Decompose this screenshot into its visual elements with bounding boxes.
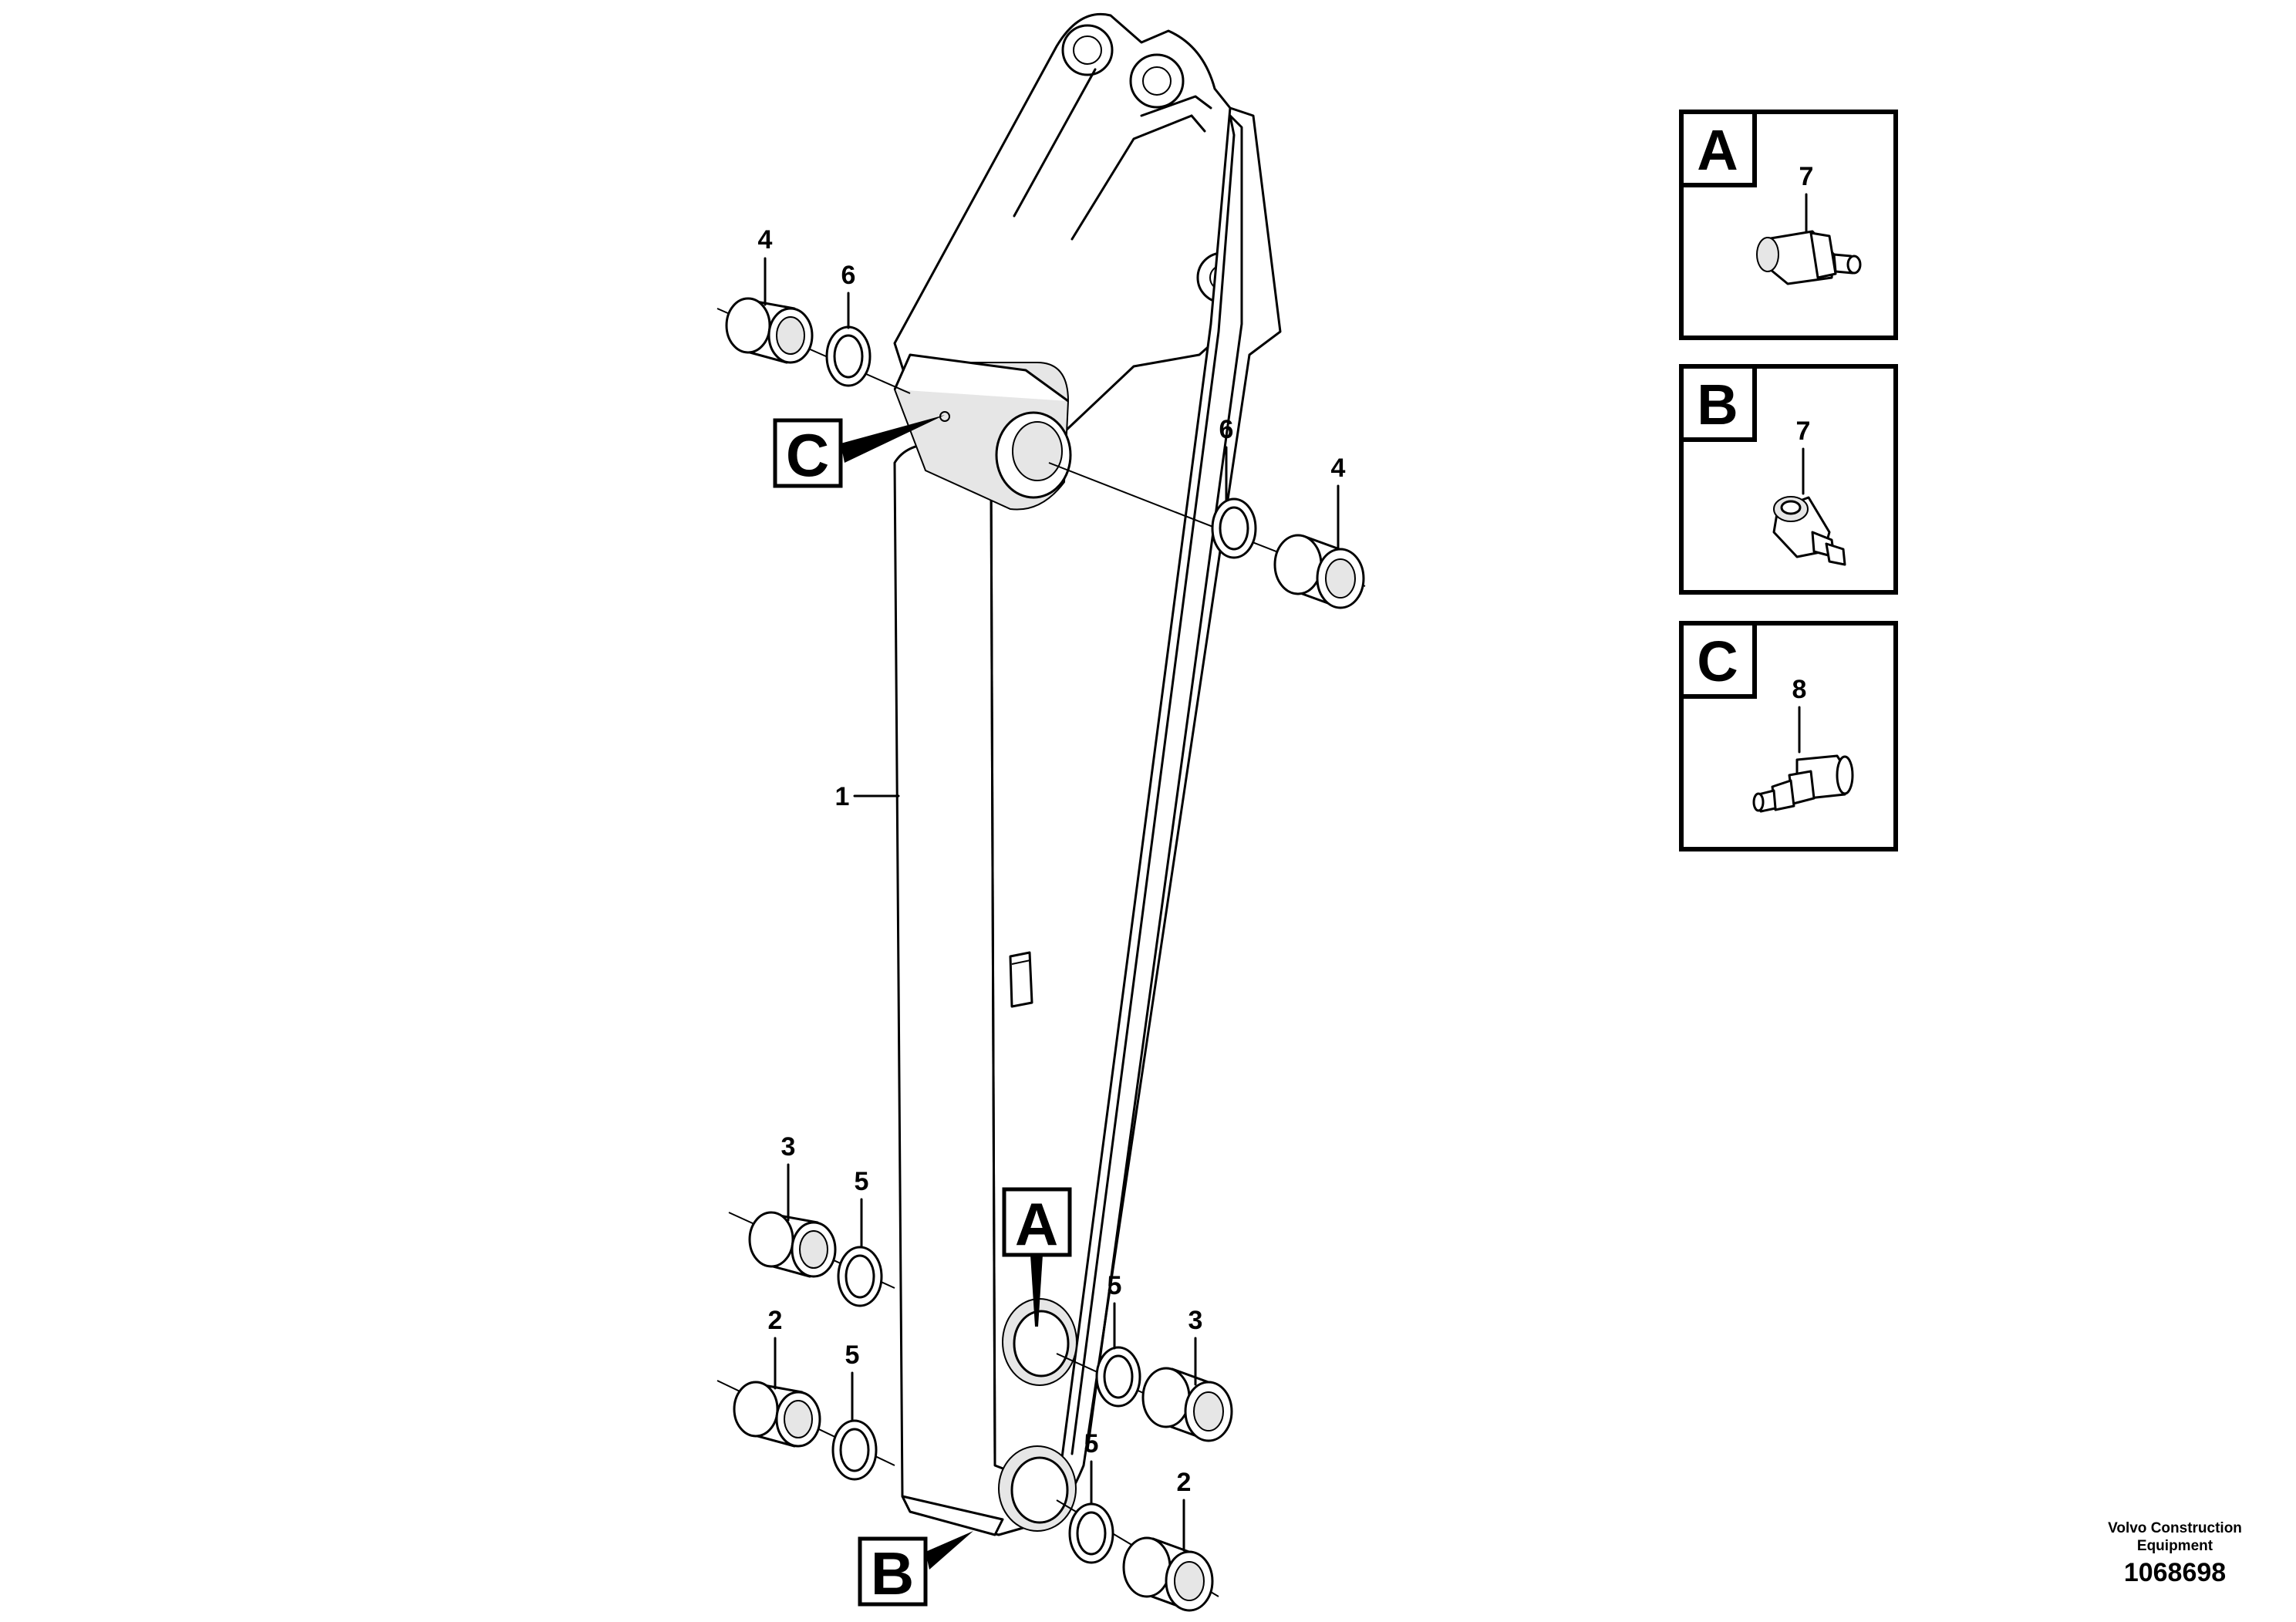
callout-letter-c: C: [786, 421, 829, 489]
detail-callouts: C A B: [773, 415, 1072, 1607]
seal-ring-5-right-upper: [1095, 1346, 1141, 1408]
callout-box-a: [1002, 1187, 1072, 1257]
arm-edge: [1070, 114, 1193, 241]
seal-ring-6-right: [1211, 497, 1257, 559]
seal-ring-6-upper: [825, 325, 872, 387]
arm-lug-eye-left: [1061, 24, 1114, 76]
inset-part-number-7: 7: [1799, 162, 1814, 191]
bushing-4-right: [1273, 534, 1365, 609]
inset-part-number-8: 8: [1792, 675, 1807, 704]
part-number-5: 5: [855, 1167, 869, 1196]
arm-tip-face: [901, 1495, 1004, 1536]
callout-letter-a: A: [1015, 1190, 1058, 1258]
callout-pointer-c: [841, 415, 945, 463]
grease-nipple-straight-icon: [1756, 230, 1862, 285]
company-name-line2: Equipment: [2136, 1538, 2213, 1554]
inset-letter-box-c: [1679, 621, 1757, 699]
part-number-2: 2: [768, 1306, 783, 1335]
part-number-1: 1: [835, 782, 850, 811]
inset-letter-c: C: [1697, 629, 1738, 693]
part-number-5: 5: [845, 1340, 860, 1370]
part-number-2: 2: [1177, 1468, 1192, 1497]
part-number-4: 4: [1331, 454, 1346, 483]
arm-edge: [893, 353, 1069, 403]
arm-lower-bore-upper: [1013, 1310, 1070, 1378]
arm-edge: [990, 473, 996, 1463]
inset-part-number-7: 7: [1796, 416, 1811, 446]
inset-letter-b: B: [1697, 373, 1738, 437]
arm-plate: [1009, 951, 1033, 1008]
seal-ring-5-right-lower: [1068, 1502, 1114, 1564]
seal-ring-5-left-upper: [837, 1246, 883, 1307]
bushing-3-right: [1141, 1367, 1233, 1442]
arm-lower-bore-lower: [1010, 1456, 1069, 1524]
inset-frame-a: [1679, 110, 1898, 340]
bushing-3-left: [748, 1211, 837, 1278]
document-number: 1068698: [2123, 1558, 2227, 1587]
inset-letter-box-b: [1679, 364, 1757, 442]
callout-box-b: [858, 1536, 928, 1607]
leader-lines: [764, 257, 1340, 1552]
grease-nipple-straight-icon: [1772, 496, 1846, 566]
arm-edge: [1086, 114, 1243, 1452]
inset-letter-a: A: [1697, 118, 1738, 182]
part-number-3: 3: [781, 1132, 796, 1162]
part-number-3: 3: [1188, 1306, 1203, 1335]
detail-inset-b: B 7: [1679, 364, 1898, 595]
detail-inset-c: C 8: [1679, 621, 1898, 851]
callout-letter-b: B: [871, 1539, 914, 1607]
callout-pointer-a: [1030, 1255, 1043, 1327]
arm-lug-eye-left-inner: [1073, 35, 1102, 65]
footer: Volvo Construction Equipment 1068698: [2082, 1519, 2267, 1588]
arm-edge: [1190, 114, 1206, 133]
grease-nipple-angled-icon: [1752, 754, 1854, 813]
arm-upper-bore-inner: [1012, 421, 1063, 481]
parts: [725, 297, 1365, 1612]
part-number-labels: 4 6 6 4 1 3 5 2 5 5 3 5 2: [758, 225, 1346, 1497]
arm-edge: [1013, 68, 1097, 218]
bushing-2-left: [733, 1381, 821, 1448]
detail-inset-a: A 7: [1679, 110, 1898, 340]
callout-pointer-b: [925, 1531, 973, 1570]
bushing-4-upper: [725, 297, 814, 364]
inset-frame-c: [1679, 621, 1898, 851]
part-number-5: 5: [1108, 1271, 1122, 1300]
arm-edge: [1070, 114, 1236, 1455]
arm-plate-edge: [1011, 959, 1031, 965]
part-number-4: 4: [758, 225, 773, 255]
arm-lug-eye-right: [1129, 53, 1185, 109]
bushing-2-right: [1122, 1536, 1214, 1612]
inset-frame-b: [1679, 364, 1898, 595]
part-number-6: 6: [1219, 415, 1234, 444]
seal-ring-5-left-lower: [831, 1419, 878, 1481]
arm-edge: [1140, 95, 1212, 117]
part-number-5: 5: [1084, 1429, 1099, 1458]
company-name-line1: Volvo Construction: [2108, 1520, 2242, 1536]
arm-lug-eye-right-inner: [1142, 66, 1172, 96]
part-number-6: 6: [841, 261, 856, 290]
callout-box-c: [773, 418, 843, 488]
inset-letter-box-a: [1679, 110, 1757, 187]
arm-assembly: [893, 12, 1282, 1536]
